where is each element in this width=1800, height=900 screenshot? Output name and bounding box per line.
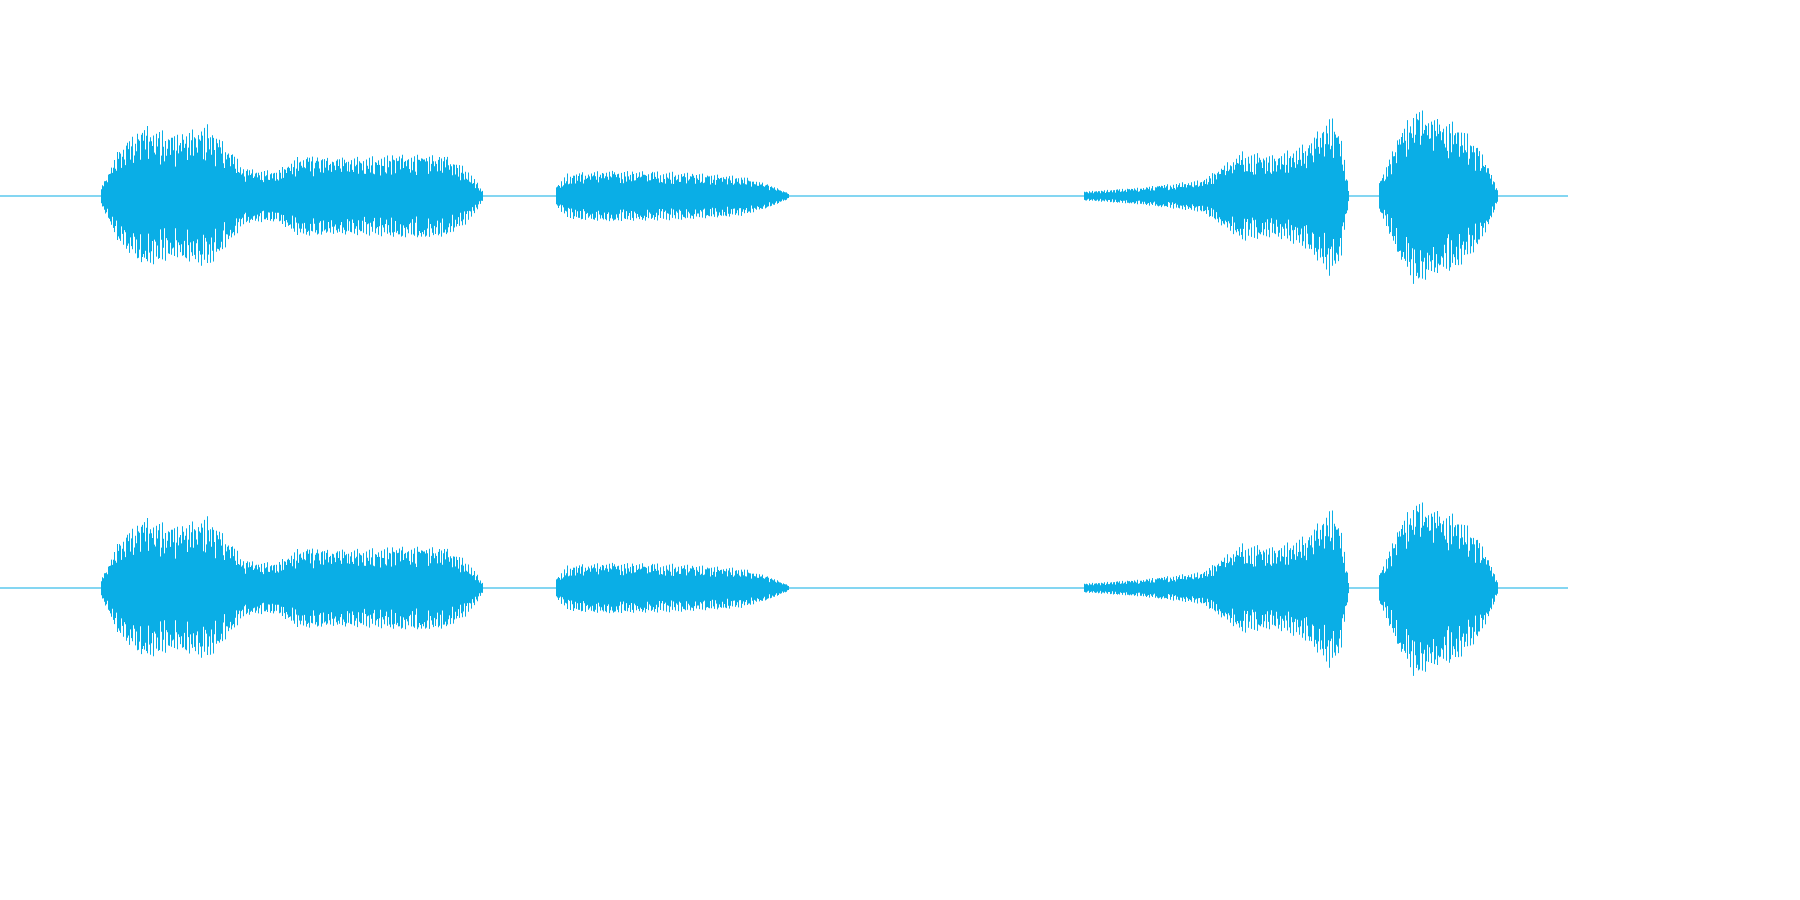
waveform-samples	[101, 502, 1498, 676]
waveform-channel-2	[0, 502, 1568, 676]
waveform-channel-1	[0, 110, 1568, 284]
waveform-view	[0, 110, 1568, 676]
waveform-samples	[101, 110, 1498, 284]
waveform-canvas	[0, 110, 1568, 676]
